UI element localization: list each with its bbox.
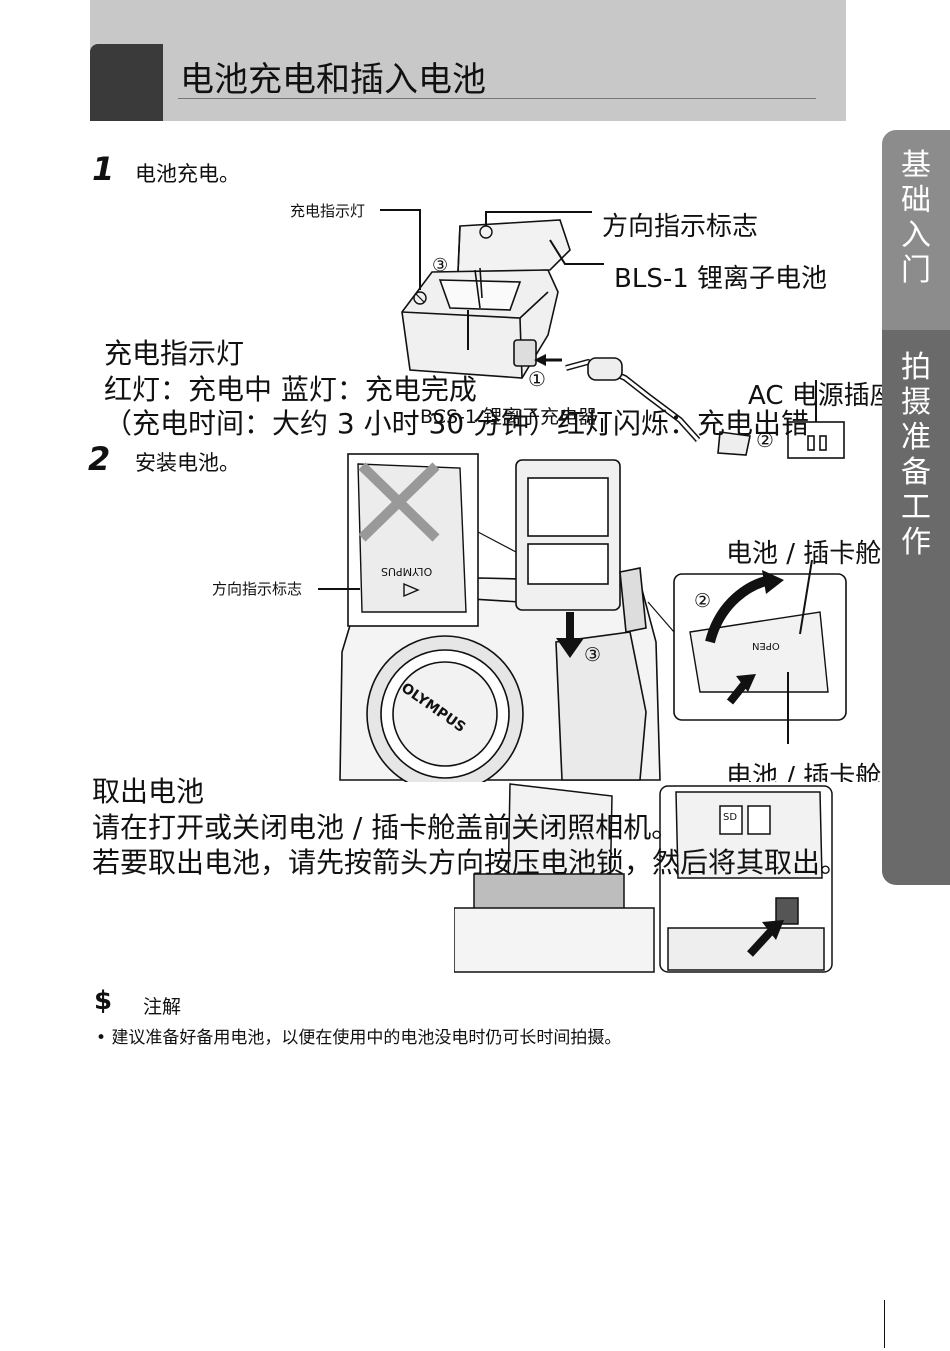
label-battery: BLS-1 锂离子电池	[614, 264, 828, 294]
header-rule	[178, 98, 816, 99]
header-band	[90, 0, 846, 121]
removal-illustration	[454, 783, 833, 973]
tab-basics[interactable]: 基础入门	[882, 130, 950, 330]
note-title: 注解	[143, 996, 182, 1018]
step-1-text: 电池充电。	[135, 162, 240, 186]
label-cover-1: 电池 / 插卡舱盖	[726, 539, 882, 569]
label-indicator-small: 充电指示灯	[290, 202, 366, 220]
remove-title: 取出电池	[92, 775, 205, 808]
brand-on-battery: OLYMPUS	[381, 565, 433, 578]
tab-preparation-label: 拍摄准备工作	[901, 350, 931, 560]
label-ac-socket: AC 电源插座	[748, 381, 882, 411]
remove-line-1: 请在打开或关闭电池 / 插卡舱盖前关闭照相机。	[92, 811, 680, 844]
step-2-number: 2	[88, 440, 111, 478]
sd-label: SD	[723, 812, 738, 823]
note-item: • 建议准备好备用电池，以便在使用中的电池没电时仍可长时间拍摄。	[96, 1023, 621, 1048]
bullet: •	[96, 1028, 112, 1048]
charger-illustration	[380, 209, 845, 459]
tab-preparation[interactable]: 拍摄准备工作	[882, 330, 950, 885]
page-title: 电池充电和插入电池	[180, 60, 486, 100]
camera-illustration	[318, 453, 847, 782]
page-margin-rule	[884, 1300, 885, 1348]
label-direction-mark-2: 方向指示标志	[212, 580, 303, 598]
step-1-number: 1	[92, 150, 115, 188]
circled-3-top: ③	[432, 255, 449, 276]
tab-basics-label: 基础入门	[901, 148, 931, 288]
header-block	[90, 44, 163, 121]
circled-3-insert: ③	[584, 644, 602, 666]
step-2-text: 安装电池。	[135, 451, 240, 475]
indicator-line-1: 红灯：充电中 蓝灯：充电完成	[104, 373, 477, 406]
note-item-text: 建议准备好备用电池，以便在使用中的电池没电时仍可长时间拍摄。	[111, 1028, 622, 1048]
circled-2-top: ②	[756, 428, 774, 452]
indicator-line-2: （充电时间：大约 3 小时 30 分钟）红灯闪烁：充电出错	[104, 407, 810, 440]
remove-line-2: 若要取出电池，请先按箭头方向按压电池锁，然后将其取出。	[92, 846, 849, 879]
note-icon: $	[94, 986, 113, 1016]
label-direction-mark: 方向指示标志	[602, 212, 759, 242]
circled-2-cover: ②	[694, 590, 712, 612]
indicator-title: 充电指示灯	[104, 337, 245, 370]
label-charger: BCS-1 锂离子充电器	[420, 406, 598, 428]
circled-1: ①	[528, 367, 546, 391]
open-label: OPEN	[752, 640, 780, 651]
label-cover-2: 电池 / 插卡舱盖	[726, 762, 882, 782]
